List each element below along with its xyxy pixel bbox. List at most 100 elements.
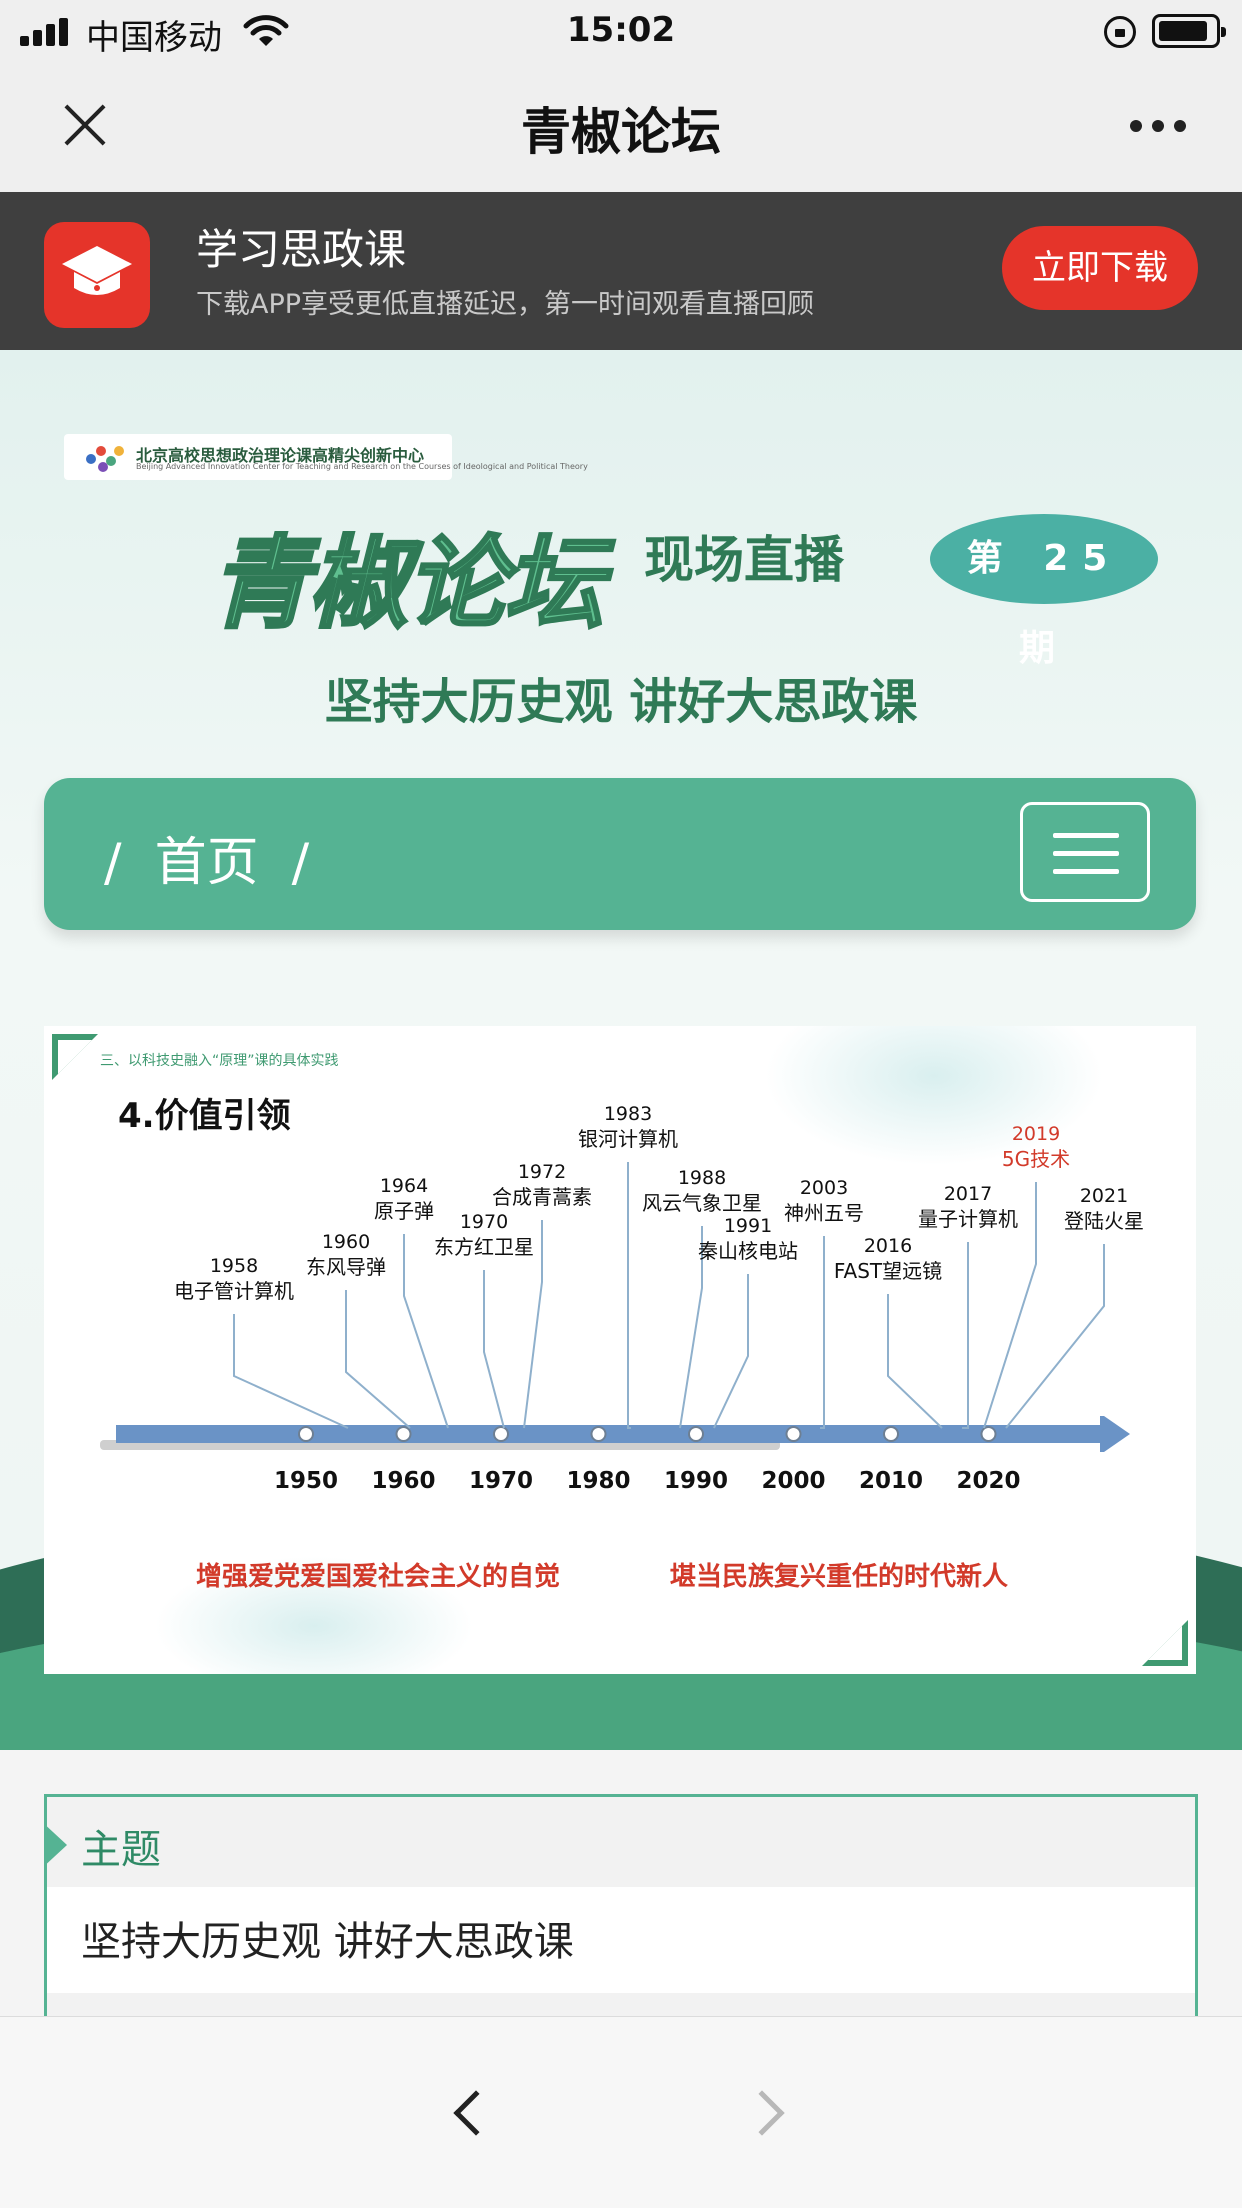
timeline-leader-line [1005, 1244, 1105, 1429]
section-menu-bar: / 首页 / [44, 778, 1196, 930]
graduation-cap-icon [62, 246, 132, 295]
timeline-event-year: 1960 [322, 1231, 370, 1253]
timeline-leader-line [403, 1234, 449, 1429]
timeline-event-label: 秦山核电站 [698, 1239, 798, 1263]
timeline-event-label: 东方红卫星 [434, 1235, 534, 1259]
organization-subtitle: Beijing Advanced Innovation Center for T… [136, 462, 588, 471]
timeline-tick-label: 1960 [371, 1468, 435, 1494]
breadcrumb[interactable]: / 首页 / [104, 833, 310, 893]
timeline-tick-marker [785, 1426, 802, 1442]
timeline-tick-marker [980, 1426, 997, 1442]
timeline-event-label: 电子管计算机 [174, 1279, 294, 1303]
download-button[interactable]: 立即下载 [1002, 226, 1198, 310]
slide-message-right: 堪当民族复兴重任的时代新人 [670, 1562, 1009, 1592]
app-download-banner: 学习思政课 下载APP享受更低直播延迟，第一时间观看直播回顾 立即下载 [0, 192, 1242, 350]
timeline-event-label: 原子弹 [374, 1199, 434, 1223]
page-title: 青椒论坛 [521, 103, 721, 161]
timeline-event-label: 风云气象卫星 [642, 1191, 762, 1215]
timeline-leader-line [523, 1220, 543, 1429]
timeline-tick-label: 1990 [664, 1468, 728, 1494]
timeline-leader-line [887, 1294, 943, 1429]
hero-slogan: 坚持大历史观 讲好大思政课 [324, 674, 918, 730]
brand-logo: 青椒论坛 [209, 524, 606, 644]
timeline-leader-line [483, 1270, 505, 1429]
slide-decoration [154, 1556, 474, 1674]
carrier-label: 中国移动 [86, 18, 222, 58]
slide-corner [1148, 1626, 1182, 1660]
timeline-tick-marker [298, 1426, 314, 1442]
timeline-leader-line [627, 1162, 631, 1429]
timeline-tick-label: 1950 [274, 1468, 338, 1494]
timeline-leader-line [345, 1290, 411, 1429]
timeline-leader-line [983, 1182, 1037, 1429]
organization-logo-icon [86, 444, 126, 472]
flag-marker [47, 1821, 67, 1869]
timeline-graphic: 1950 1960 1970 1980 1990 2000 2010 2020 1958电子管计… [100, 1103, 1144, 1494]
timeline-event-year: 1970 [460, 1211, 508, 1233]
slide-decoration [764, 1026, 1104, 1166]
timeline-tick-marker [493, 1426, 509, 1442]
timeline-arrow [1100, 1416, 1130, 1452]
wifi-icon [243, 15, 289, 46]
timeline-event-label: FAST望远镜 [834, 1259, 942, 1283]
orientation-lock-icon [1104, 16, 1136, 48]
slide-message-left: 增强爱党爱国爱社会主义的自觉 [196, 1562, 561, 1592]
hamburger-icon[interactable] [1020, 802, 1150, 902]
status-bar: 中国移动 15:02 [0, 0, 1242, 62]
timeline-event-year: 1972 [518, 1161, 566, 1183]
app-name: 学习思政课 [196, 225, 407, 274]
slide-section-title: 三、以科技史融入“原理”课的具体实践 [100, 1053, 339, 1069]
timeline-event-label: 5G技术 [1002, 1147, 1070, 1171]
app-description: 下载APP享受更低直播延迟，第一时间观看直播回顾 [196, 289, 815, 320]
timeline-tick-label: 2000 [761, 1468, 825, 1494]
timeline-leader-line [820, 1236, 825, 1429]
timeline-event-year: 2019 [1012, 1123, 1060, 1145]
timeline-tick-label: 2020 [956, 1468, 1020, 1494]
chevron-right-icon[interactable] [739, 2085, 792, 2141]
info-value: 坚持大历史观 讲好大思政课 [81, 1919, 574, 1965]
more-icon[interactable] [1130, 120, 1186, 132]
timeline-event-year: 1964 [380, 1175, 428, 1197]
timeline-tick-marker [883, 1426, 899, 1442]
organization-logo: 北京高校思想政治理论课高精尖创新中心 Beijing Advanced Inno… [64, 434, 588, 480]
signal-icon [20, 18, 72, 46]
timeline-event-label: 量子计算机 [918, 1207, 1018, 1231]
timeline-event-year: 1988 [678, 1167, 726, 1189]
timeline-tick-marker [395, 1426, 412, 1442]
clock: 15:02 [566, 10, 676, 50]
timeline-event-year: 1983 [604, 1103, 652, 1125]
timeline-tick-marker [590, 1426, 607, 1442]
app-logo [44, 222, 150, 328]
navigation-bar: 青椒论坛 [0, 62, 1242, 192]
info-table: 主题 坚持大历史观 讲好大思政课 [44, 1794, 1198, 2034]
timeline-leader-line [713, 1274, 749, 1429]
timeline-tick-label: 1980 [566, 1468, 630, 1494]
timeline-event-label: 登陆火星 [1064, 1209, 1144, 1233]
timeline-leader-line [962, 1242, 969, 1429]
info-header-row [47, 1797, 1195, 1887]
timeline-event-year: 2016 [864, 1235, 912, 1257]
timeline-event-year: 2003 [800, 1177, 848, 1199]
organization-name: 北京高校思想政治理论课高精尖创新中心 [136, 446, 425, 465]
chevron-left-icon[interactable] [448, 2085, 499, 2141]
timeline-event-label: 东风导弹 [306, 1255, 386, 1279]
slide-heading: 4.价值引领 [118, 1096, 291, 1136]
timeline-event-year: 1958 [210, 1255, 258, 1277]
bottom-toolbar [0, 2016, 1242, 2208]
info-label: 主题 [81, 1827, 161, 1873]
timeline-tick-marker [688, 1426, 704, 1442]
timeline-event-year: 1991 [724, 1215, 772, 1237]
timeline-leader-line [233, 1314, 349, 1429]
live-label: 现场直播 [644, 531, 844, 589]
timeline-event-label: 银河计算机 [578, 1127, 678, 1151]
hero-section: 北京高校思想政治理论课高精尖创新中心 Beijing Advanced Inno… [0, 350, 1242, 1750]
timeline-axis [116, 1425, 1100, 1443]
timeline-tick-label: 2010 [859, 1468, 923, 1494]
battery-icon [1152, 14, 1226, 48]
timeline-event-label: 神州五号 [784, 1201, 864, 1225]
timeline-event-label: 合成青蒿素 [492, 1185, 592, 1209]
issue-badge: 第 25 期 [930, 514, 1158, 669]
timeline-event-year: 2021 [1080, 1185, 1128, 1207]
timeline-tick-label: 1970 [469, 1468, 533, 1494]
